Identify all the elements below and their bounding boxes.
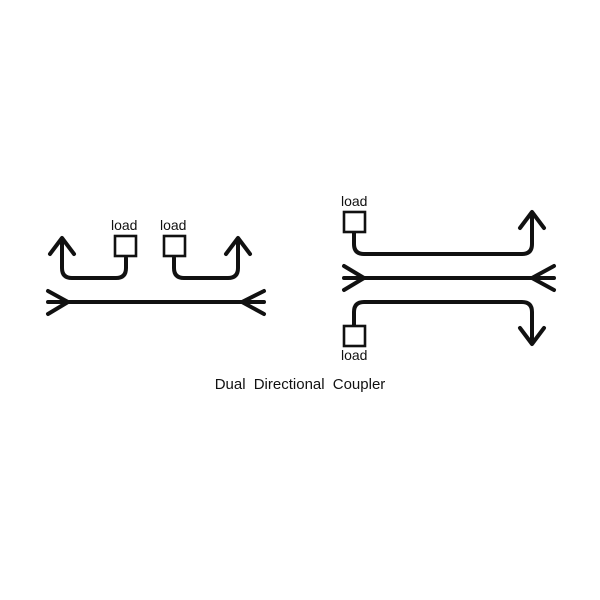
right-lower-load-label: load — [341, 347, 367, 363]
right-coupler: load load — [341, 193, 556, 363]
left-load-label-2: load — [160, 217, 186, 233]
right-main-output-chevron — [530, 264, 556, 292]
left-load-label-1: load — [111, 217, 137, 233]
diagram-caption: Dual Directional Coupler — [214, 376, 386, 393]
left-load-box-1 — [113, 234, 138, 258]
right-upper-arrowhead — [518, 210, 546, 230]
left-main-output-chevron — [240, 289, 266, 316]
left-main-input-chevron — [46, 289, 70, 316]
left-branch-1-arrowhead — [48, 236, 76, 256]
left-branch-1-line — [60, 238, 128, 280]
right-lower-arrowhead — [518, 326, 546, 346]
left-load-box-2 — [162, 234, 187, 258]
left-branch-2-line — [172, 238, 240, 280]
left-branch-2-arrowhead — [224, 236, 252, 256]
right-upper-branch-line — [352, 212, 534, 256]
left-coupler: load load — [46, 217, 266, 316]
right-lower-branch-line — [352, 300, 534, 344]
right-upper-load-box — [342, 210, 367, 234]
right-lower-load-box — [342, 324, 367, 348]
right-upper-load-label: load — [341, 193, 367, 209]
right-main-input-chevron — [342, 264, 366, 292]
